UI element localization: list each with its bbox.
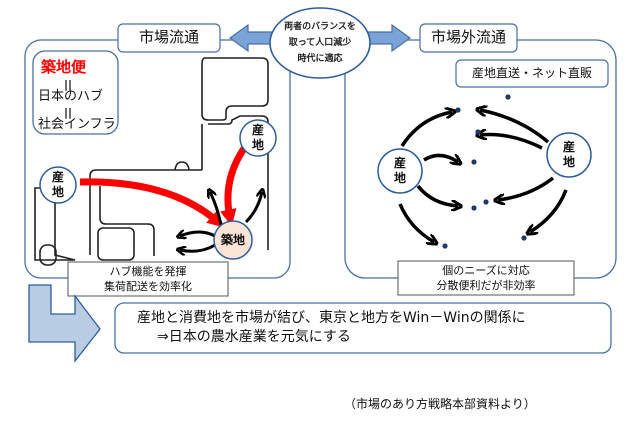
- balance-line-2: 取って人口減少: [288, 38, 352, 48]
- direct-sales-arrows: [398, 110, 568, 242]
- source-note: （市場のあり方戦略本部資料より）: [344, 397, 536, 411]
- right-subtitle: 産地直送・ネット直販: [471, 66, 592, 80]
- producer-node-right-1: [377, 148, 423, 194]
- consumer-dot: [475, 129, 481, 135]
- consumer-dot: [442, 243, 448, 249]
- balance-line-3: 時代に適応: [297, 54, 343, 64]
- red-flow-arrow-north: [220, 144, 248, 227]
- social-infra-label: 社会インフラ: [38, 117, 116, 132]
- conclusion-line-2: ⇒日本の農水産業を元気にする: [157, 329, 351, 345]
- conclusion-box: [114, 302, 612, 354]
- japan-map-outline: [34, 57, 269, 266]
- red-flow-arrow-west: [79, 178, 225, 228]
- balance-line-1: 両者のバランスを: [284, 22, 356, 32]
- consumer-dot: [455, 107, 461, 113]
- japan-hub-label: 日本のハブ: [38, 89, 104, 104]
- right-caption-box: [397, 260, 575, 296]
- producer-node-north: [239, 119, 277, 157]
- consumer-dot: [471, 159, 477, 165]
- consumer-dot: [521, 235, 527, 241]
- hub-info-box: [32, 50, 119, 135]
- consumer-dots: [442, 94, 527, 249]
- consumer-dot: [505, 94, 511, 100]
- tsukiji-bin-label: 築地便: [41, 58, 87, 76]
- consumer-dot: [471, 205, 477, 211]
- right-caption-line-1: 個のニーズに対応: [442, 264, 530, 277]
- conclusion-line-1: 産地と消費地を市場が結び、東京と地方をWin－Winの関係に: [137, 310, 526, 326]
- left-caption-line-1: ハブ機能を発揮: [109, 265, 187, 278]
- producer-node-right-2: [546, 132, 592, 178]
- equals-mark-2: ||: [64, 106, 73, 119]
- tsukiji-hub-label: 築地: [220, 233, 245, 247]
- producer-node-west: [39, 166, 77, 204]
- right-caption-line-2: 分散便利だが非効率: [436, 279, 536, 292]
- consumer-dot: [483, 199, 489, 205]
- right-panel-title: 市場外流通: [430, 28, 506, 46]
- producer-right-1-label: 産地: [393, 156, 406, 185]
- right-title-box: [419, 23, 518, 53]
- balance-ellipse: [269, 7, 371, 79]
- left-caption-box: [67, 261, 229, 297]
- producer-north-label: 産地: [251, 123, 264, 152]
- left-panel-title: 市場流通: [138, 28, 199, 46]
- producer-west-label: 産地: [51, 170, 64, 199]
- producer-right-2-label: 産地: [562, 140, 575, 169]
- tsukiji-hub-node: [213, 220, 253, 260]
- left-title-box: [117, 23, 221, 53]
- equals-mark-1: ||: [64, 78, 73, 91]
- conclusion-arrow: [28, 284, 101, 363]
- right-subtitle-box: [455, 59, 609, 88]
- left-caption-line-2: 集荷配送を効率化: [104, 280, 192, 293]
